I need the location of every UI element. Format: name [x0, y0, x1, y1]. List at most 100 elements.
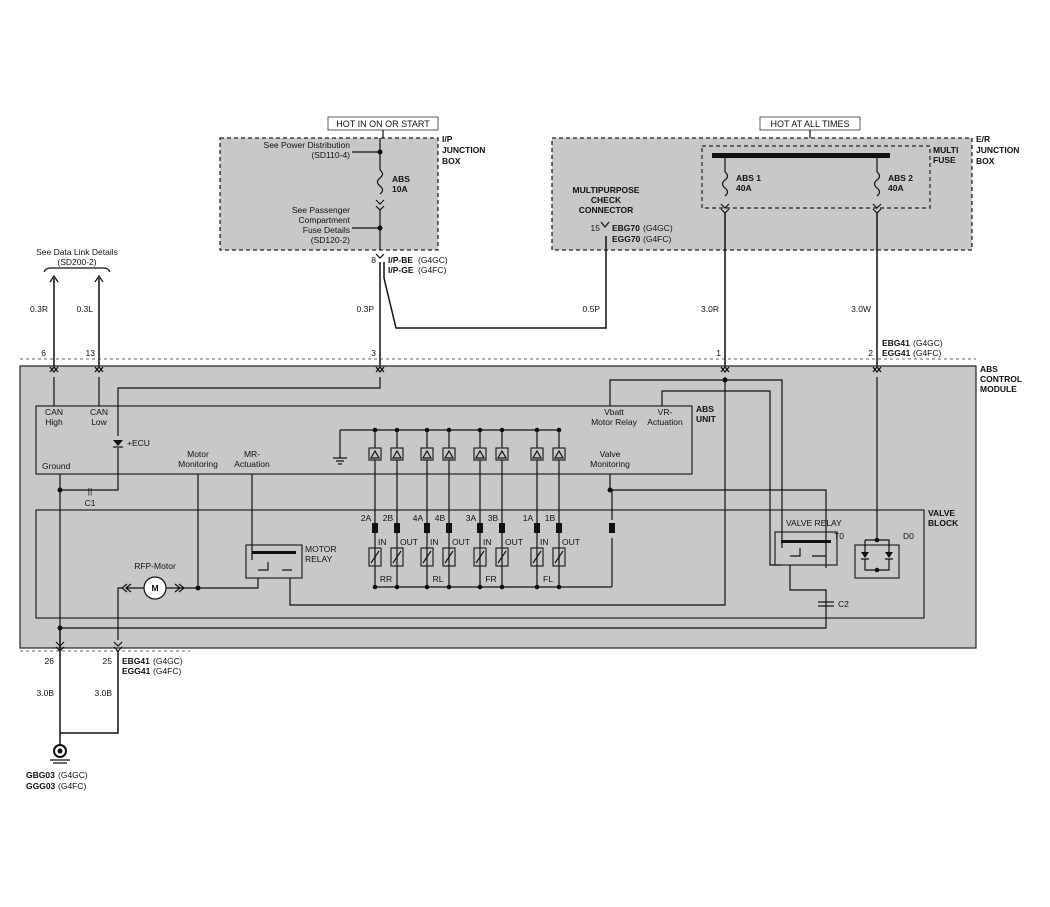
can-low-label-1: CAN — [90, 407, 108, 417]
pin-25: 25 — [103, 656, 113, 666]
vr-act-label-2: Actuation — [647, 417, 683, 427]
valve-relay-box — [774, 531, 838, 566]
valve-label-4a: 4A — [413, 513, 424, 523]
wire-label-30b-1: 3.0B — [37, 688, 55, 698]
motor-right-connector — [166, 583, 185, 593]
valve-relay-feed-wire — [725, 379, 783, 548]
wheel-label-fr: FR — [485, 574, 496, 584]
ip-box-title-1: I/P — [442, 134, 453, 144]
wire-label-30r: 3.0R — [701, 304, 719, 314]
valve-channel-3b — [495, 427, 509, 590]
bottom-conn-1-var: (G4GC) — [153, 656, 183, 666]
out-label-fl: OUT — [562, 537, 580, 547]
valve-mon-label-1: Valve — [600, 449, 621, 459]
mpc-conn-1-var: (G4GC) — [643, 223, 673, 233]
valve-channel-4a — [420, 427, 434, 590]
c2-label: C2 — [838, 599, 849, 609]
d0-box — [854, 544, 900, 579]
rfp-motor-label: RFP-Motor — [134, 561, 176, 571]
multi-fuse-label-1: MULTI — [933, 145, 958, 155]
ip-conn-2-var: (G4FC) — [418, 265, 447, 275]
multi-fuse-label-2: FUSE — [933, 155, 956, 165]
abs1-fuse-name: ABS 1 — [736, 173, 761, 183]
abs-conn-1-var: (G4GC) — [913, 338, 943, 348]
motor-relay-contact — [258, 562, 292, 571]
data-link-ref-2: (SD200-2) — [57, 257, 96, 267]
vbatt-wire — [609, 379, 725, 406]
can-high-label-2: High — [45, 417, 63, 427]
valve-relay-contact — [790, 548, 826, 557]
can-low-label-2: Low — [91, 417, 107, 427]
mr-act-label-2: Actuation — [234, 459, 270, 469]
d0-top-bus — [864, 539, 890, 552]
ip-conn-1: I/P-BE — [388, 255, 413, 265]
valve-label-2a: 2A — [361, 513, 372, 523]
abs-conn-2-var: (G4FC) — [913, 348, 942, 358]
pin-6: 6 — [41, 348, 46, 358]
ecu-label: +ECU — [127, 438, 150, 448]
hot-run-label: HOT IN ON OR START — [336, 119, 430, 129]
wheel-label-rr: RR — [380, 574, 392, 584]
ip-conn-2: I/P-GE — [388, 265, 414, 275]
ip-pin-8: 8 — [371, 255, 376, 265]
abs-unit-box — [35, 405, 693, 475]
vbatt-label-1: Vbatt — [604, 407, 624, 417]
valve-block-label-1: VALVE — [928, 508, 955, 518]
wire-label-30w: 3.0W — [851, 304, 871, 314]
abs-fuse-rating: 10A — [392, 184, 408, 194]
abs2-fuse-rating: 40A — [888, 183, 904, 193]
hot-all-label: HOT AT ALL TIMES — [770, 119, 849, 129]
valve-mon-wire — [609, 474, 827, 568]
ip-junction-box — [219, 137, 439, 251]
motor-relay-out — [198, 578, 259, 589]
valve-label-3a: 3A — [466, 513, 477, 523]
mpc-conn-2: EGG70 — [612, 234, 641, 244]
wheel-label-rl: RL — [433, 574, 444, 584]
ecu-ground-return — [60, 448, 119, 491]
in-label-rl: IN — [430, 537, 439, 547]
ground-conn-2: GGG03 — [26, 781, 56, 791]
valve-relay-ground — [60, 565, 827, 629]
out-label-rl: OUT — [452, 537, 470, 547]
mpc-conn-1: EBG70 — [612, 223, 640, 233]
module-label-3: MODULE — [980, 384, 1017, 394]
valve-channel-1b — [552, 427, 566, 590]
wire-label-30b-2: 3.0B — [95, 688, 113, 698]
valve-block-label-2: BLOCK — [928, 518, 959, 528]
mpc-pin-15: 15 — [591, 223, 601, 233]
t0-label: T0 — [834, 531, 844, 541]
bottom-conn-1: EBG41 — [122, 656, 150, 666]
ip-node-bottom — [377, 225, 383, 231]
motor-relay-label-2: RELAY — [305, 554, 333, 564]
out-label-fr: OUT — [505, 537, 523, 547]
module-pin-connectors-top — [49, 366, 882, 373]
wire-label-03l: 0.3L — [76, 304, 93, 314]
module-pin-connectors — [49, 366, 882, 373]
er-box-title-3: BOX — [976, 156, 995, 166]
module-label-2: CONTROL — [980, 374, 1022, 384]
mr-act-label-1: MR- — [244, 449, 260, 459]
ip-out-connector — [375, 253, 385, 259]
pin-26: 26 — [45, 656, 55, 666]
bottom-conn-2: EGG41 — [122, 666, 151, 676]
ip-conn-1-var: (G4GC) — [418, 255, 448, 265]
abs2-fuse-name: ABS 2 — [888, 173, 913, 183]
wire-label-05p: 0.5P — [583, 304, 601, 314]
valve-mon-label-2: Monitoring — [590, 459, 630, 469]
mpc-label-3: CONNECTOR — [579, 205, 634, 215]
ip-box-title-3: BOX — [442, 156, 461, 166]
valve-channel-3a — [473, 427, 487, 590]
abs-fuse-name: ABS — [392, 174, 410, 184]
ip-see-pass-3: Fuse Details — [303, 225, 350, 235]
valve-label-1b: 1B — [545, 513, 556, 523]
pin-2: 2 — [868, 348, 873, 358]
mpc-connector — [600, 221, 610, 228]
valve-label-2b: 2B — [383, 513, 394, 523]
motor-relay-label-1: MOTOR — [305, 544, 336, 554]
wire-label-03r: 0.3R — [30, 304, 48, 314]
in-label-fr: IN — [483, 537, 492, 547]
ground-label: Ground — [42, 461, 71, 471]
d0-label: D0 — [903, 531, 914, 541]
data-link-ref-1: See Data Link Details — [36, 247, 118, 257]
